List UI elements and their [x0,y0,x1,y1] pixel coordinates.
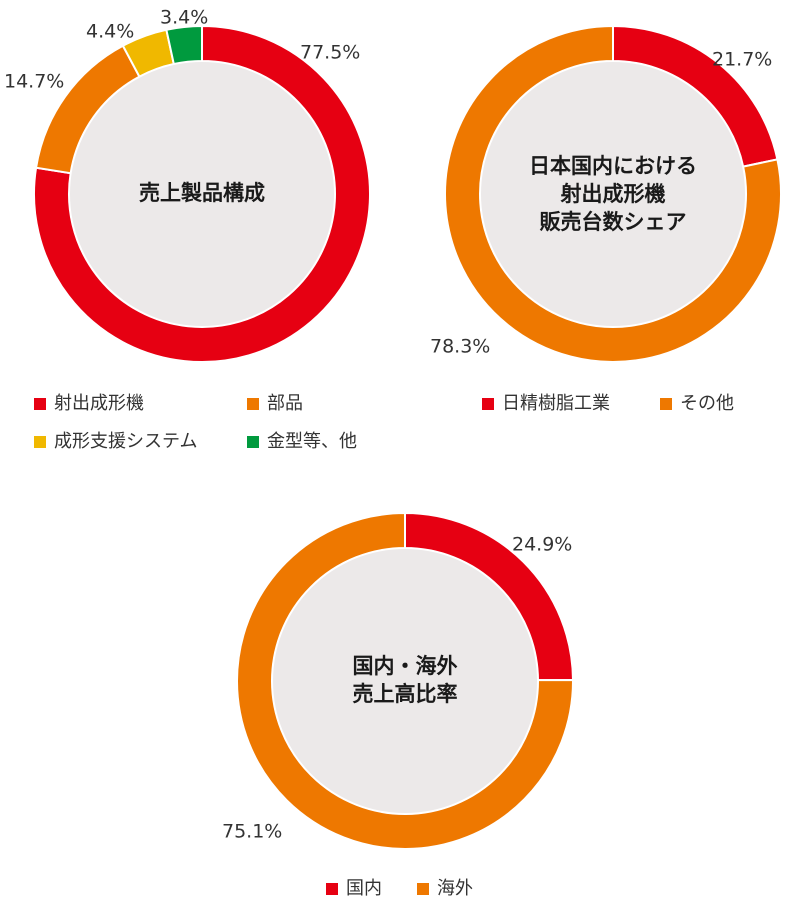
chart-title-3-line-1: 国内・海外 [353,654,458,678]
data-label-1-1: 77.5% [300,42,360,64]
legend-swatch-3-2 [417,883,429,895]
legend-swatch-1-3 [34,436,46,448]
legend-label-1-4: 金型等、他 [267,431,357,452]
legend-label-1-2: 部品 [267,393,303,414]
chart-title-1-line-1: 売上製品構成 [139,181,265,205]
legend-label-2-1: 日精樹脂工業 [502,393,610,414]
donut-center-3 [273,549,537,813]
legend-swatch-3-1 [326,883,338,895]
legend-label-3-2: 海外 [437,878,473,899]
legend-swatch-2-1 [482,398,494,410]
data-label-1-4: 3.4% [160,7,208,29]
chart-title-3-line-2: 売上高比率 [353,682,458,706]
legend-label-2-2: その他 [680,393,734,414]
data-label-3-2: 75.1% [222,821,282,843]
legend-label-3-1: 国内 [346,878,382,899]
slice-3-2 [236,511,575,850]
chart-title-2-line-2: 射出成形機 [560,182,666,206]
data-label-3-1: 24.9% [512,534,572,556]
slice-1-4 [165,24,203,66]
legend-swatch-2-2 [660,398,672,410]
legend-label-1-1: 射出成形機 [54,393,144,414]
chart-title-2-line-3: 販売台数シェア [540,210,687,234]
chart-title-2-line-1: 日本国内における [529,154,697,178]
legend-label-1-3: 成形支援システム [54,431,197,452]
data-label-1-2: 14.7% [4,71,64,93]
legend-swatch-1-1 [34,398,46,410]
data-label-2-2: 78.3% [430,336,490,358]
legend-swatch-1-4 [247,436,259,448]
donut-center-1 [70,62,334,326]
donut-center-2 [481,62,745,326]
data-label-1-3: 4.4% [86,21,134,43]
data-label-2-1: 21.7% [712,49,772,71]
slice-2-2 [444,24,782,363]
slice-1-1 [33,24,371,363]
legend-swatch-1-2 [247,398,259,410]
